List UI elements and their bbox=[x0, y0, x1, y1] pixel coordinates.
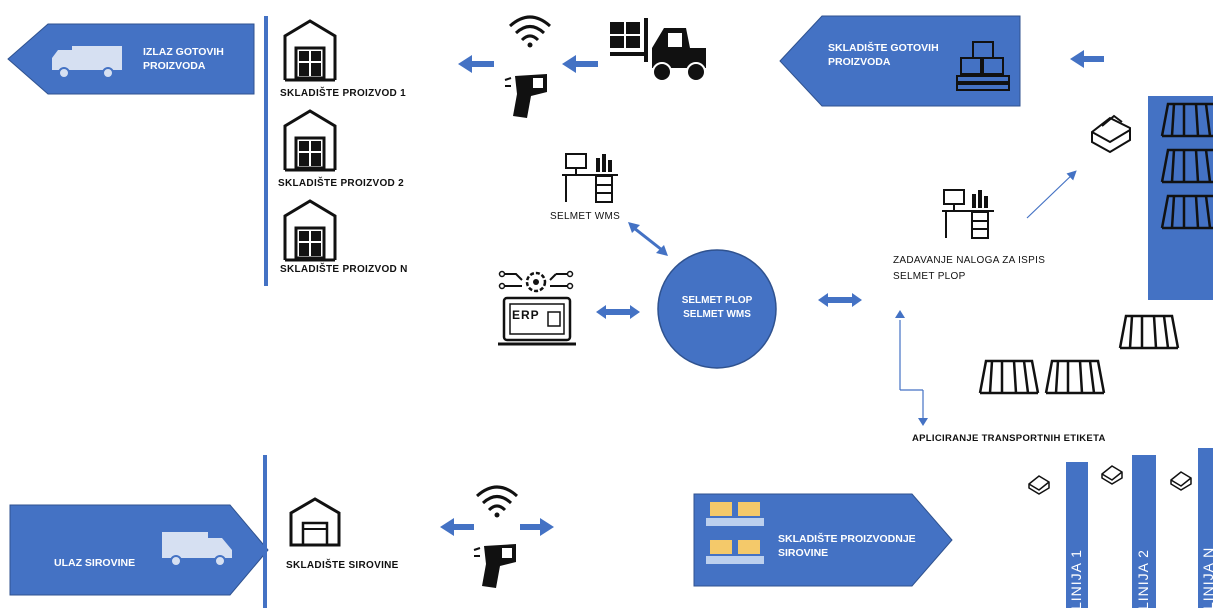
erp-text: ERP bbox=[512, 308, 540, 322]
double-arrow-icon bbox=[818, 293, 862, 307]
warehouse-icon bbox=[283, 19, 337, 82]
workstation-icon bbox=[562, 153, 618, 203]
workstation-icon bbox=[942, 189, 994, 239]
pallet-icon bbox=[1044, 359, 1106, 395]
barcode-scanner-icon bbox=[504, 74, 547, 118]
warehouse-p1-label: SKLADIŠTE PROIZVOD 1 bbox=[280, 88, 407, 99]
ulaz-banner-shape bbox=[9, 504, 269, 596]
line-n-bar bbox=[1198, 448, 1213, 608]
skladiste-gotovih-label: SKLADIŠTE GOTOVIH PROIZVODA bbox=[828, 42, 939, 68]
pallet-icon bbox=[978, 359, 1040, 395]
izlaz-banner-shape bbox=[7, 23, 255, 95]
double-arrow-icon bbox=[596, 305, 640, 319]
line-n-label: LINIJA N bbox=[1200, 547, 1213, 610]
skladiste-proizvodnje-label: SKLADIŠTE PROIZVODNJE SIROVINE bbox=[778, 533, 916, 559]
pallet-stack-panel bbox=[1148, 96, 1213, 300]
forklift-icon bbox=[610, 18, 706, 82]
arrow-right-icon bbox=[520, 518, 554, 536]
center-line2: SELMET WMS bbox=[683, 309, 751, 320]
raw-material-bar bbox=[263, 455, 267, 608]
line-2-bar bbox=[1132, 455, 1156, 608]
pallet-icon bbox=[1160, 102, 1213, 138]
arrow-left-icon bbox=[1070, 50, 1104, 68]
warehouse-column-bar bbox=[264, 16, 268, 286]
zadavanje-label-1: ZADAVANJE NALOGA ZA ISPIS bbox=[893, 255, 1046, 266]
warehouse-sirovine-label: SKLADIŠTE SIROVINE bbox=[286, 560, 399, 571]
erp-laptop-icon bbox=[498, 270, 576, 346]
truck-icon bbox=[162, 532, 232, 567]
ulaz-banner-label: ULAZ SIROVINE bbox=[54, 557, 136, 569]
printer-icon bbox=[1091, 114, 1131, 154]
warehouse-p2-label: SKLADIŠTE PROIZVOD 2 bbox=[278, 178, 405, 189]
arrow-diagonal-icon bbox=[1026, 170, 1077, 219]
zadavanje-label-2: SELMET PLOP bbox=[893, 271, 966, 282]
izlaz-banner-label: IZLAZ GOTOVIH PROIZVODA bbox=[143, 46, 224, 72]
center-line1: SELMET PLOP bbox=[681, 295, 753, 306]
pallet-icon bbox=[1160, 194, 1213, 230]
pallet-icon bbox=[1160, 148, 1213, 184]
barcode-scanner-icon bbox=[473, 544, 516, 588]
printer-icon bbox=[1170, 471, 1192, 491]
double-arrow-icon bbox=[628, 222, 668, 256]
printer-icon bbox=[1028, 475, 1050, 495]
wms-label: SELMET WMS bbox=[550, 211, 621, 222]
arrow-left-icon bbox=[458, 55, 494, 73]
warehouse-icon bbox=[283, 199, 337, 262]
warehouse-icon bbox=[283, 109, 337, 172]
wifi-icon bbox=[475, 485, 519, 518]
line-1-bar bbox=[1066, 462, 1088, 608]
pallet-icon bbox=[1118, 314, 1180, 350]
truck-icon bbox=[52, 46, 122, 79]
line-2-label: LINIJA 2 bbox=[1135, 549, 1151, 610]
double-arrow-vertical-icon bbox=[895, 310, 928, 426]
warehouse-pn-label: SKLADIŠTE PROIZVOD N bbox=[280, 264, 408, 275]
arrow-left-icon bbox=[440, 518, 474, 536]
line-1-label: LINIJA 1 bbox=[1068, 549, 1084, 610]
central-system-ellipse bbox=[657, 249, 777, 369]
warehouse-outline-icon bbox=[289, 497, 341, 547]
printer-icon bbox=[1101, 465, 1123, 485]
apliciranje-label: APLICIRANJE TRANSPORTNIH ETIKETA bbox=[912, 433, 1106, 444]
pallet-boxes-icon bbox=[956, 41, 1010, 91]
shelf-boxes-icon bbox=[706, 502, 764, 564]
arrow-left-icon bbox=[562, 55, 598, 73]
wifi-icon bbox=[508, 15, 552, 48]
